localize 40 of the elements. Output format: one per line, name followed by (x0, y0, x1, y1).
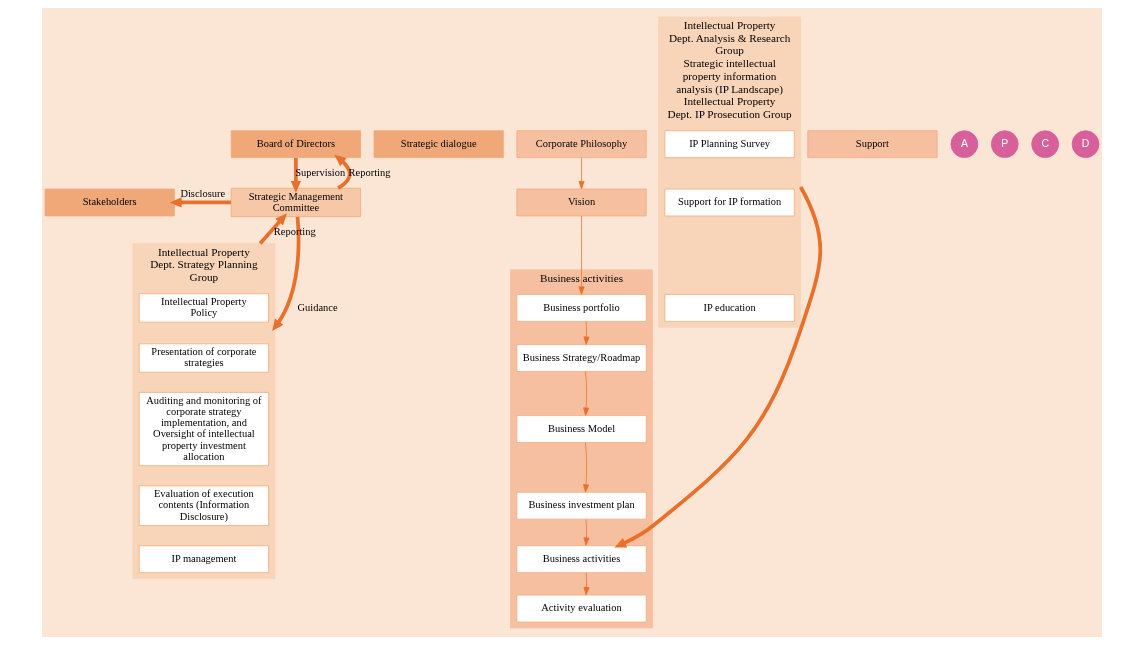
arrow (290, 157, 301, 193)
node-box: IP education (664, 294, 795, 322)
edge-label: Guidance (297, 301, 338, 313)
node-box: Business portfolio (515, 294, 647, 322)
arrow (582, 371, 589, 416)
arrow (578, 215, 585, 295)
label: A (960, 137, 968, 149)
arrow (582, 442, 589, 493)
node-box: Corporate Philosophy (515, 130, 647, 158)
node-box: IP management (138, 545, 269, 573)
node-box: Business Model (515, 415, 647, 443)
node-box: Vision (515, 188, 647, 217)
label: C (1040, 137, 1049, 149)
node-box: Evaluation of execution contents (Information Disclosure) (138, 485, 269, 526)
node-box: Business Strategy/Roadmap (515, 344, 647, 372)
arrow (169, 197, 231, 208)
node-box: Support for IP formation (664, 188, 795, 217)
arrow (583, 572, 589, 596)
node-box: Auditing and monitoring of corporate strategy implementation, and Oversight of intellectual property investment allocation (138, 392, 269, 467)
arrow (578, 157, 585, 190)
edge-label: Disclosure (179, 188, 225, 200)
arrow (258, 213, 287, 245)
node-box: Presentation of corporate strategies (138, 343, 269, 373)
arrow (271, 216, 300, 332)
label: P (1000, 137, 1008, 149)
node-box: Activity evaluation (515, 594, 647, 623)
label: D (1081, 137, 1089, 149)
arrow (583, 518, 589, 546)
arrow (333, 154, 351, 190)
arrow (613, 186, 822, 548)
node-box: Business investment plan (515, 491, 647, 520)
node-box: Business activities (515, 545, 647, 573)
node-box: Support (806, 130, 937, 158)
node-box: IP Planning Survey (664, 130, 795, 158)
node-box: Strategic Management Committee (230, 187, 361, 218)
node-box: Intellectual Property Policy (138, 293, 269, 323)
node-box: Stakeholders (44, 188, 175, 217)
arrow (583, 321, 589, 345)
node-box: Board of Directors (230, 130, 361, 158)
node-box: Strategic dialogue (373, 130, 504, 158)
